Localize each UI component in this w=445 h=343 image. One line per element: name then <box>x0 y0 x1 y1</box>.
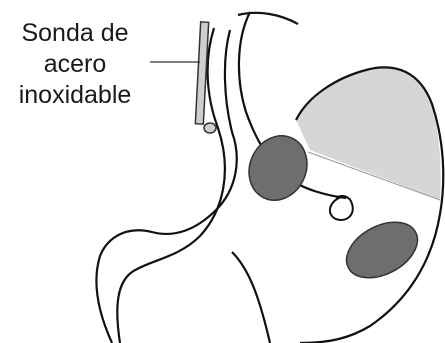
curl-loop <box>330 196 353 220</box>
probe-label-line-2: acero <box>0 49 150 80</box>
steel-probe <box>195 22 216 133</box>
probe-label: Sonda de acero inoxidable <box>0 18 150 111</box>
probe-label-line-3: inoxidable <box>0 80 150 111</box>
antrum-contour <box>232 252 270 343</box>
antrum-region <box>337 211 427 289</box>
fundus-shaded-region <box>296 68 441 200</box>
probe-label-line-1: Sonda de <box>0 18 150 49</box>
